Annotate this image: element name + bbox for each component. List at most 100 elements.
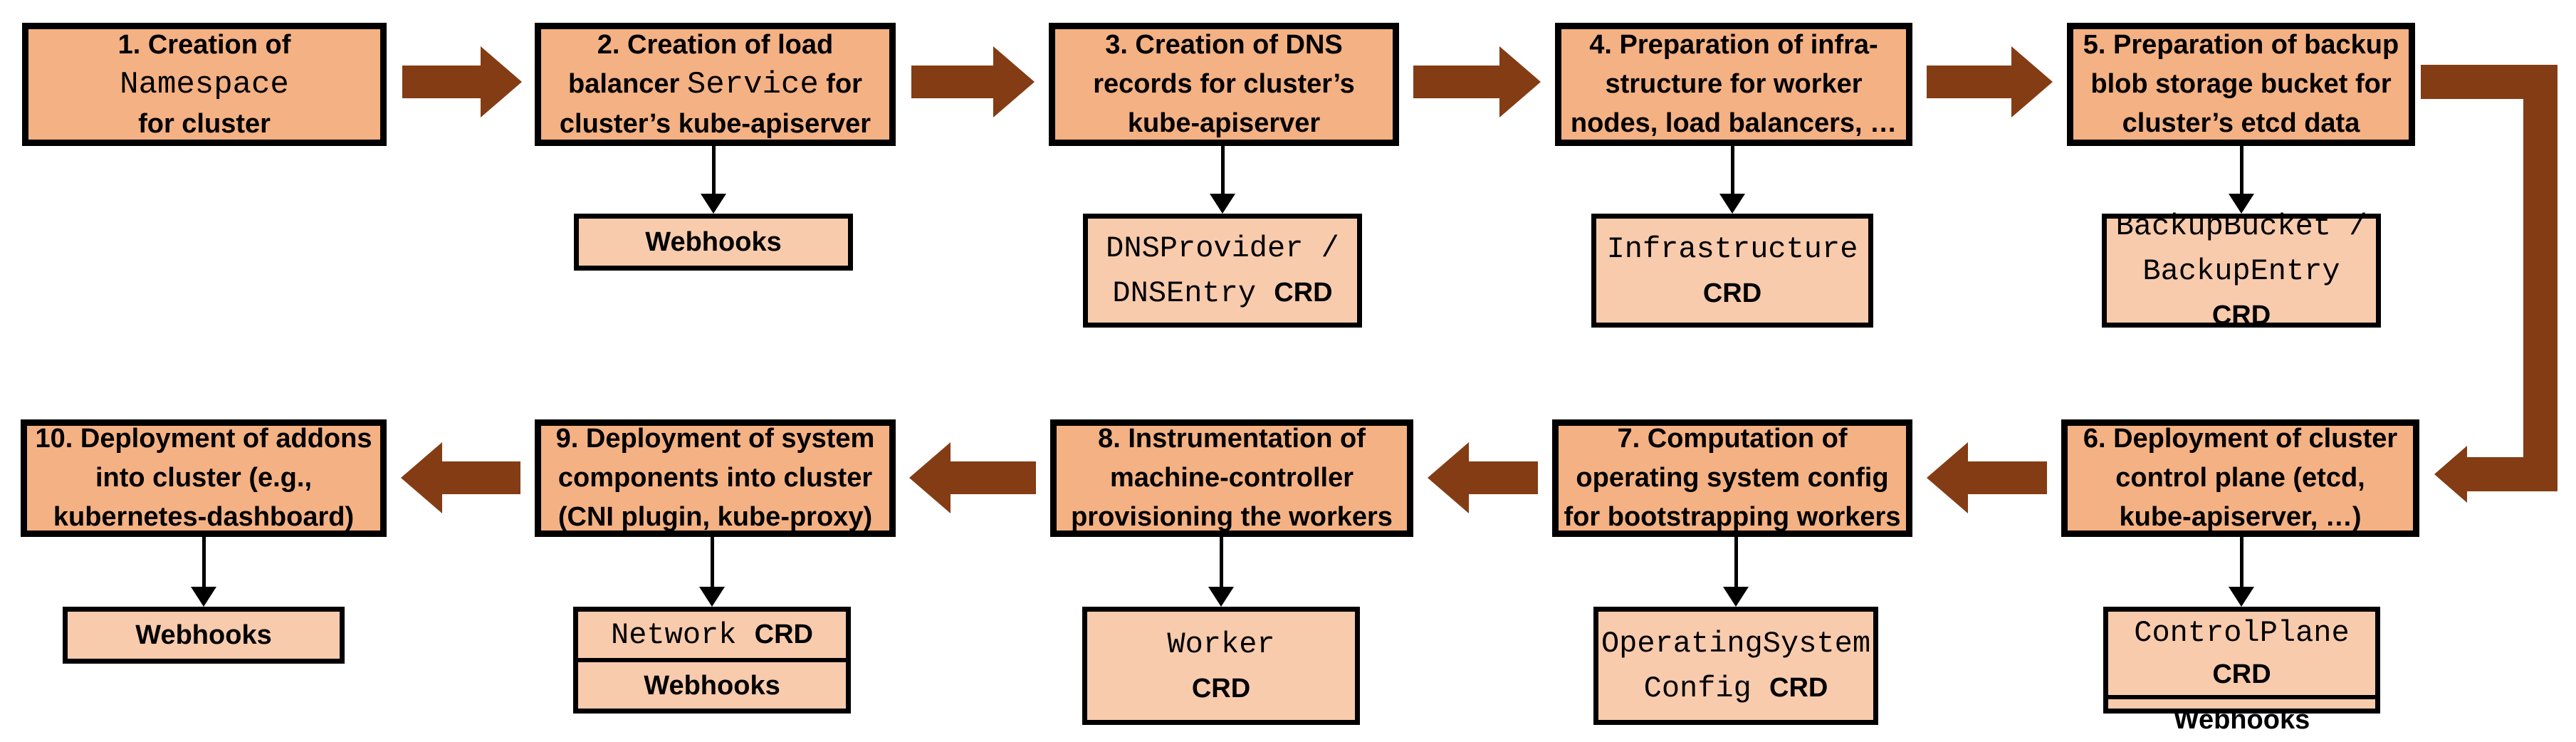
elbow-arrow-5-6-vert <box>2523 65 2557 491</box>
label-text: 10. Deployment of addons <box>35 424 372 454</box>
flow-arrow-8-9-body <box>951 461 1036 494</box>
box-label: 7. Computation of operating system config… <box>1559 419 1906 537</box>
label-text: structure for worker <box>1605 69 1863 99</box>
code-text: DNSEntry <box>1112 276 1274 310</box>
flow-arrow-3-4-body <box>1413 66 1499 98</box>
sub-box-controlplane-crd-webhooks: ControlPlane CRD Webhooks <box>2103 607 2380 735</box>
label-text: CRD <box>1191 673 1251 704</box>
code-text: DNSProvider / <box>1106 231 1339 266</box>
code-text: Config <box>1643 672 1770 706</box>
code-text: Worker <box>1167 627 1275 662</box>
label-text: CRD <box>1702 278 1762 308</box>
box-label: Webhooks <box>2108 699 2375 741</box>
sub-box-row: Network CRD <box>578 612 846 658</box>
label-text: Webhooks <box>2173 705 2310 735</box>
arrow-right-icon <box>481 46 522 117</box>
code-text: Infrastructure <box>1606 231 1858 266</box>
arrow-left-icon <box>2434 446 2467 503</box>
box-label: 4. Preparation of infra-structure for wo… <box>1561 26 1906 143</box>
arrow-left-icon <box>1927 442 1968 513</box>
sub-box-network-crd-webhooks: Network CRD Webhooks <box>573 607 851 714</box>
arrow-down-icon <box>701 194 726 214</box>
code-text: Network <box>611 618 755 652</box>
arrow-down-icon <box>1723 587 1749 607</box>
label-text: 9. Deployment of system <box>555 424 875 454</box>
label-text: for bootstrapping workers <box>1564 502 1901 532</box>
label-text: 1. Creation of <box>117 29 291 60</box>
label-text: into cluster (e.g., <box>95 463 313 493</box>
label-text: CRD <box>1274 278 1333 308</box>
label-text: machine-controller <box>1109 463 1354 493</box>
box-label: ControlPlane CRD <box>2108 612 2375 695</box>
label-text: blob storage bucket for <box>2090 69 2392 99</box>
label-text: cluster’s etcd data <box>2122 108 2360 138</box>
label-text: 8. Instrumentation of <box>1098 424 1366 454</box>
box-label: Webhooks <box>68 613 340 657</box>
sub-connector-line-6 <box>2240 537 2243 590</box>
label-text: kubernetes-dashboard) <box>53 502 355 532</box>
arrow-down-icon <box>2229 194 2254 214</box>
arrow-down-icon <box>1719 194 1745 214</box>
flow-arrow-2-3-body <box>911 66 993 98</box>
step-box-1: 1. Creation of Namespace for cluster <box>22 23 387 146</box>
label-text: 5. Preparation of backup <box>2083 30 2399 60</box>
label-text: Webhooks <box>645 227 782 257</box>
label-text: for cluster <box>138 108 271 139</box>
sub-box-dnsprovider-dnsentry-crd: DNSProvider / DNSEntry CRD <box>1083 214 1362 328</box>
sub-box-row: ControlPlane CRD <box>2108 612 2375 695</box>
label-text: Webhooks <box>644 670 780 701</box>
sub-connector-line-2 <box>712 146 716 197</box>
label-text: records for cluster’s <box>1093 69 1355 99</box>
arrow-right-icon <box>2011 46 2053 117</box>
sub-connector-line-7 <box>1734 537 1738 590</box>
arrow-down-icon <box>1210 194 1235 214</box>
box-label: Network CRD <box>578 614 846 656</box>
label-text: CRD <box>1769 673 1828 703</box>
code-text: Service <box>686 66 819 103</box>
sub-connector-line-5 <box>2240 146 2243 197</box>
label-text: 6. Deployment of cluster <box>2083 424 2398 454</box>
label-text: 4. Preparation of infra- <box>1589 30 1878 60</box>
sub-connector-line-3 <box>1221 146 1225 197</box>
code-text: ControlPlane <box>2134 616 2350 650</box>
label-text: operating system config <box>1576 463 1889 493</box>
box-label: BackupBucket /BackupEntry CRD <box>2107 204 2376 338</box>
label-text: 2. Creation of load <box>597 29 834 60</box>
arrow-left-icon <box>909 442 951 513</box>
label-text: 7. Computation of <box>1617 424 1848 454</box>
elbow-arrow-5-6-botbar <box>2467 457 2557 491</box>
flow-arrow-7-8-body <box>1469 461 1538 494</box>
code-text: BackupBucket / <box>2115 209 2367 244</box>
label-text: control plane (etcd, <box>2115 463 2365 493</box>
step-box-5: 5. Preparation of backup blob storage buc… <box>2067 23 2415 146</box>
sub-box-backupbucket-backupentry-crd: BackupBucket /BackupEntry CRD <box>2102 209 2381 330</box>
box-label: 10. Deployment of addons into cluster (e.… <box>27 419 380 537</box>
step-box-4: 4. Preparation of infra-structure for wo… <box>1555 23 1912 146</box>
label-text: 3. Creation of DNS <box>1105 30 1343 60</box>
code-text: Namespace <box>120 66 289 103</box>
flow-arrow-9-10-body <box>442 461 520 494</box>
sub-box-row: Webhooks <box>2108 695 2375 741</box>
arrow-down-icon <box>1208 587 1234 607</box>
label-text: CRD <box>754 620 813 649</box>
arrow-left-icon <box>401 442 442 513</box>
sub-connector-line-4 <box>1731 146 1734 197</box>
step-box-7: 7. Computation of operating system config… <box>1552 419 1912 537</box>
arrow-right-icon <box>1499 46 1541 117</box>
label-text: kube-apiserver, …) <box>2119 502 2362 532</box>
sub-box-webhooks: Webhooks <box>63 607 345 664</box>
arrow-down-icon <box>191 587 216 607</box>
flow-arrow-4-5-body <box>1927 66 2011 98</box>
sub-box-webhooks: Webhooks <box>574 214 853 271</box>
step-box-10: 10. Deployment of addons into cluster (e.… <box>21 419 387 537</box>
box-label: Webhooks <box>579 220 848 264</box>
